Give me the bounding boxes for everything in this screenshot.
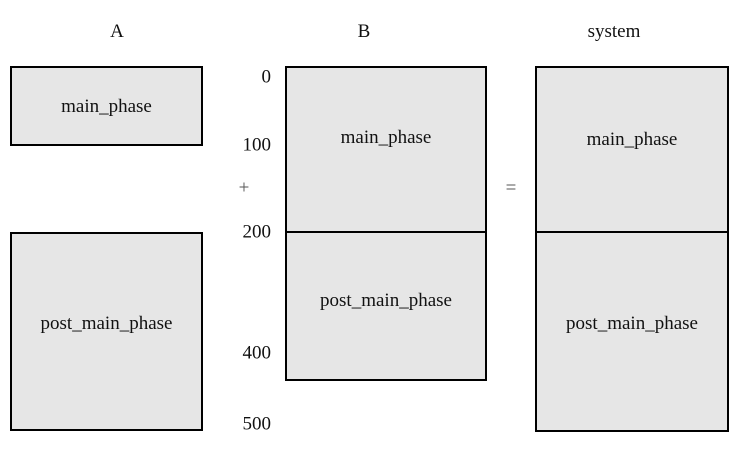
plus-operator: + bbox=[238, 177, 250, 199]
scale-tick-100: 100 bbox=[242, 134, 272, 156]
box-b-main-phase[interactable]: main_phase bbox=[285, 66, 487, 232]
box-label: main_phase bbox=[340, 127, 432, 148]
column-header-b: B bbox=[357, 21, 371, 42]
scale-tick-200: 200 bbox=[242, 221, 272, 243]
box-label: main_phase bbox=[586, 129, 678, 150]
box-label: post_main_phase bbox=[566, 313, 698, 334]
box-label: main_phase bbox=[61, 95, 152, 117]
box-b-post-main-phase[interactable]: post_main_phase bbox=[285, 232, 487, 381]
box-system-main-phase[interactable]: main_phase bbox=[535, 66, 729, 232]
box-a-main-phase[interactable]: main_phase bbox=[10, 66, 203, 146]
column-header-system: system bbox=[587, 21, 641, 42]
box-label: post_main_phase bbox=[40, 313, 173, 334]
box-a-post-main-phase[interactable]: post_main_phase bbox=[10, 232, 203, 431]
scale-tick-400: 400 bbox=[242, 342, 272, 364]
scale-tick-0: 0 bbox=[261, 66, 272, 88]
box-system-post-main-phase[interactable]: post_main_phase bbox=[535, 232, 729, 432]
scale-tick-500: 500 bbox=[242, 413, 272, 435]
equals-operator: = bbox=[505, 177, 517, 199]
box-label: post_main_phase bbox=[320, 289, 452, 311]
column-header-a: A bbox=[110, 21, 124, 42]
